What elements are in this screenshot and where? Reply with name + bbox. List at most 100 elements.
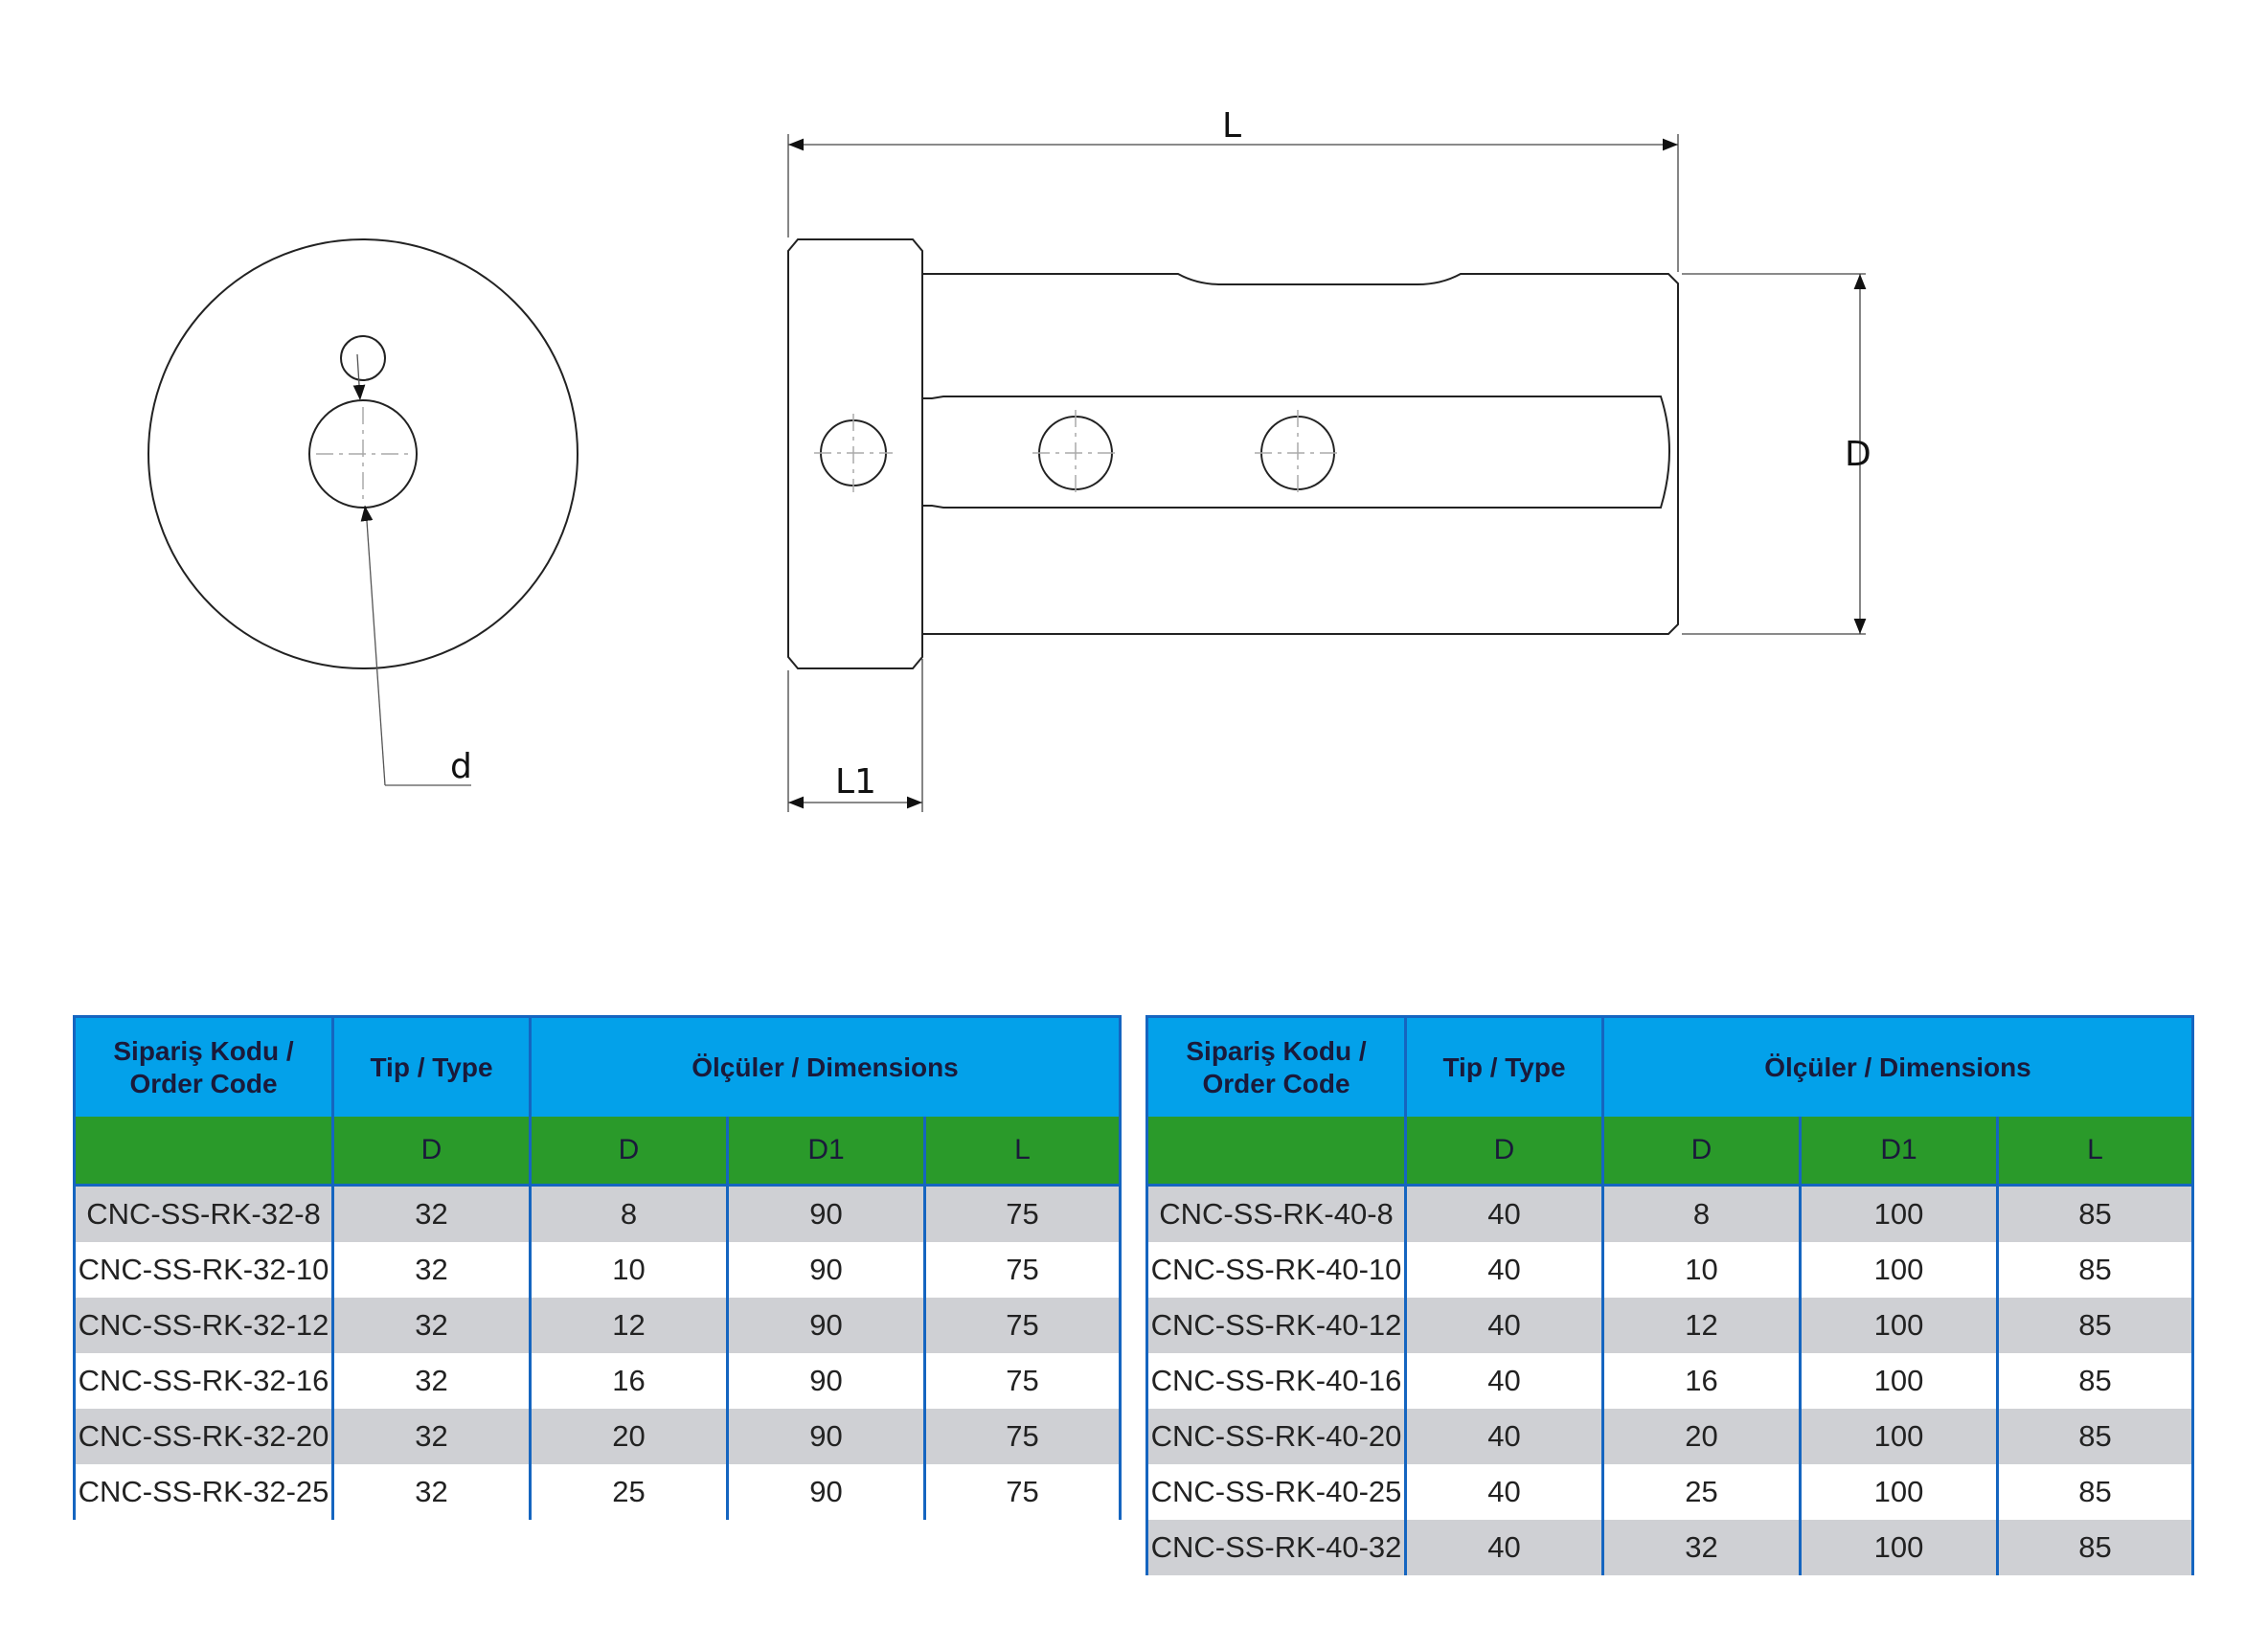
type-cell: 32 [331,1185,531,1242]
l-cell: 75 [923,1353,1122,1409]
hole-centerlines [814,410,1341,496]
header-order-code: Sipariş Kodu / Order Code [1145,1015,1406,1117]
d1-cell: 100 [1799,1409,1998,1464]
code-cell: CNC-SS-RK-40-20 [1145,1409,1406,1464]
d1-cell: 90 [726,1242,925,1298]
type-cell: 40 [1404,1353,1603,1409]
l-cell: 75 [923,1185,1122,1242]
type-cell: 32 [331,1242,531,1298]
d1-cell: 100 [1799,1520,1998,1575]
code-cell: CNC-SS-RK-32-10 [73,1242,333,1298]
d-cell: 12 [529,1298,728,1353]
l-cell: 85 [1996,1185,2194,1242]
dim-label-L1: L1 [835,762,876,802]
l-cell: 75 [923,1464,1122,1520]
spec-table-32: Sipariş Kodu / Order Code Tip / Type Ölç… [73,1015,1122,1520]
d-cell: 12 [1601,1298,1801,1353]
code-cell: CNC-SS-RK-32-16 [73,1353,333,1409]
end-view [147,238,578,786]
d-cell: 25 [1601,1464,1801,1520]
type-cell: 32 [331,1353,531,1409]
subheader-type-d: D [331,1117,531,1187]
d-cell: 10 [1601,1242,1801,1298]
l-cell: 85 [1996,1464,2194,1520]
type-cell: 40 [1404,1464,1603,1520]
subheader-d: D [529,1117,728,1187]
l-cell: 85 [1996,1353,2194,1409]
code-cell: CNC-SS-RK-40-16 [1145,1353,1406,1409]
subheader-d1: D1 [1799,1117,1998,1187]
l-cell: 85 [1996,1409,2194,1464]
type-cell: 40 [1404,1242,1603,1298]
d1-cell: 100 [1799,1353,1998,1409]
code-cell: CNC-SS-RK-32-8 [73,1185,333,1242]
code-cell: CNC-SS-RK-32-20 [73,1409,333,1464]
code-cell: CNC-SS-RK-40-25 [1145,1464,1406,1520]
code-cell: CNC-SS-RK-32-12 [73,1298,333,1353]
d-cell: 16 [529,1353,728,1409]
header-dimensions: Ölçüler / Dimensions [529,1015,1122,1117]
subheader-code [73,1117,333,1187]
code-cell: CNC-SS-RK-40-12 [1145,1298,1406,1353]
flange-circle [147,238,578,669]
l-cell: 75 [923,1409,1122,1464]
d1-cell: 90 [726,1185,925,1242]
type-cell: 40 [1404,1298,1603,1353]
type-cell: 32 [331,1409,531,1464]
d-cell: 10 [529,1242,728,1298]
d-cell: 32 [1601,1520,1801,1575]
pin-hole-circle [340,335,386,381]
d1-cell: 90 [726,1464,925,1520]
dim-label-L: L [1222,106,1241,146]
l-cell: 85 [1996,1520,2194,1575]
d-cell: 20 [529,1409,728,1464]
type-cell: 40 [1404,1185,1603,1242]
header-order-code: Sipariş Kodu / Order Code [73,1015,333,1117]
clamping-flat [922,396,1670,509]
l-cell: 75 [923,1242,1122,1298]
d1-cell: 100 [1799,1185,1998,1242]
header-type: Tip / Type [331,1015,531,1117]
subheader-code [1145,1117,1406,1187]
body-outline [922,273,1679,635]
bore-centerlines [316,407,410,501]
d1-cell: 100 [1799,1242,1998,1298]
l-cell: 75 [923,1298,1122,1353]
d1-cell: 100 [1799,1298,1998,1353]
type-cell: 40 [1404,1409,1603,1464]
subheader-l: L [1996,1117,2194,1187]
code-cell: CNC-SS-RK-40-32 [1145,1520,1406,1575]
d1-cell: 90 [726,1298,925,1353]
subheader-l: L [923,1117,1122,1187]
spec-table-40: Sipariş Kodu / Order Code Tip / Type Ölç… [1145,1015,2194,1575]
d1-cell: 90 [726,1409,925,1464]
flange-outline [787,238,923,669]
d-cell: 8 [1601,1185,1801,1242]
dim-label-D: D [1845,435,1871,474]
side-view [787,238,1679,669]
subheader-type-d: D [1404,1117,1603,1187]
subheader-d: D [1601,1117,1801,1187]
dim-label-d: d [450,747,472,786]
l-cell: 85 [1996,1298,2194,1353]
technical-drawing: d L D L [147,106,1871,812]
d1-cell: 90 [726,1353,925,1409]
code-cell: CNC-SS-RK-32-25 [73,1464,333,1520]
d-cell: 25 [529,1464,728,1520]
type-cell: 40 [1404,1520,1603,1575]
code-cell: CNC-SS-RK-40-8 [1145,1185,1406,1242]
d-cell: 20 [1601,1409,1801,1464]
l-cell: 85 [1996,1242,2194,1298]
type-cell: 32 [331,1298,531,1353]
